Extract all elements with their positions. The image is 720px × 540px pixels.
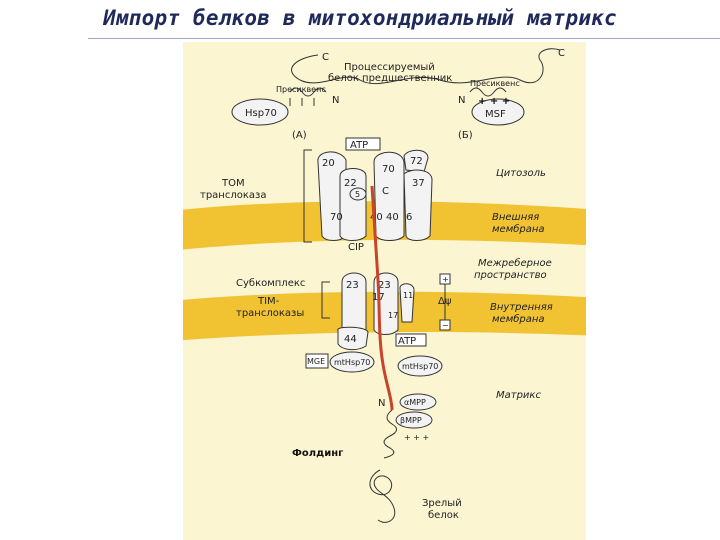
mthsp70-chaperone <box>329 351 375 373</box>
hsp70-bonds <box>289 98 315 106</box>
atp-box-bottom <box>395 333 427 347</box>
hsp70-label: Hsp70 <box>245 108 277 119</box>
inner-membrane-label-1: Внутренняя <box>490 302 553 313</box>
presequence-coil-left <box>289 87 327 97</box>
intermembrane-label-1: Межреберное <box>478 257 552 269</box>
tom-label-2: транслоказа <box>200 190 266 201</box>
tom-20-label: 20 <box>322 158 335 169</box>
tom-37-label: 37 <box>412 178 425 189</box>
title-rule <box>88 38 720 39</box>
c-terminal-right: C <box>558 48 565 59</box>
n-terminal-left: N <box>332 95 339 106</box>
precursor-label-2: белок предшественник <box>328 73 452 84</box>
n-terminal-right: N <box>458 95 465 106</box>
tim-subunit-44 <box>337 326 369 351</box>
intermembrane-label-2: пространство <box>474 270 547 281</box>
tom-subunit-72 <box>403 149 429 173</box>
matrix-coil <box>383 409 397 459</box>
subcomplex-label: Субкомплекс <box>236 278 305 289</box>
tom-40b-label: 40 <box>370 212 383 223</box>
atp-box-top <box>345 137 381 151</box>
panel-b-label: (Б) <box>458 130 473 141</box>
presequence-coil-right <box>469 87 507 97</box>
tom-72-label: 72 <box>410 156 423 167</box>
tim-44-label: 44 <box>344 334 357 345</box>
tim-label-1: TIM- <box>257 296 280 307</box>
cytosol-label: Цитозоль <box>496 168 546 179</box>
mthsp70-right-chaperone <box>397 355 443 377</box>
mature-label-2: белок <box>428 510 459 521</box>
tom-subunit-5 <box>349 187 367 201</box>
c-terminal-left: C <box>322 52 329 63</box>
mpp-alpha-label: αMPP <box>404 398 426 407</box>
folding-label: Фолдинг <box>292 448 343 459</box>
mature-label-1: Зрелый <box>422 498 462 509</box>
precursor-label-1: Процессируемый <box>344 62 435 73</box>
tim-23a-label: 23 <box>346 280 359 291</box>
tim-11-label: 11 <box>403 291 413 300</box>
hsp70-chaperone <box>231 98 289 126</box>
msf-label: MSF <box>485 109 506 120</box>
plus-box-label: + <box>442 275 449 284</box>
minus-box <box>439 319 451 331</box>
precursor-chain <box>291 48 561 85</box>
c-terminal-mid: C <box>382 186 389 197</box>
panel-a-label: (A) <box>292 130 307 141</box>
tim-label-2: транслоказы <box>236 308 304 319</box>
delta-psi-label: Δψ <box>438 296 452 307</box>
imported-chain <box>370 185 394 411</box>
mge-box <box>305 353 329 369</box>
tom-label-1: ТОМ <box>221 178 245 189</box>
presequence-label-left: Пресиквенс <box>276 85 326 94</box>
tom-subunit-37 <box>403 169 433 241</box>
tom-40c-label: 40 <box>386 212 399 223</box>
tim-subunit-11 <box>399 283 415 323</box>
atp-label-top: ATP <box>350 140 368 151</box>
tom-22-label: 22 <box>344 178 357 189</box>
mthsp70-label: mtHsp70 <box>334 358 370 367</box>
plus-signs: + + + <box>478 96 510 107</box>
tom-5-label: 5 <box>355 190 360 199</box>
mpp-alpha <box>399 393 437 411</box>
inner-membrane-label-2: мембрана <box>492 313 545 325</box>
mature-protein <box>369 469 396 523</box>
tom-40a-label: 70 <box>330 212 343 223</box>
matrix-plus-signs: + + + <box>404 433 429 442</box>
tom-subunit-22 <box>339 168 367 241</box>
slide-title: Импорт белков в митохондриальный матрикс <box>103 6 617 30</box>
matrix-label: Матрикс <box>496 390 541 401</box>
msf-factor <box>471 98 525 126</box>
mge-label: MGE <box>307 357 325 366</box>
tim-23b-label: 23 <box>378 280 391 291</box>
atp-label-bottom: ATP <box>398 336 416 347</box>
mpp-beta <box>395 411 433 429</box>
tom-6-label: 6 <box>406 212 412 223</box>
tim-bracket <box>321 281 330 319</box>
tom-bracket <box>303 149 312 243</box>
tom-subunit-70 <box>373 151 405 241</box>
presequence-label-right: Пресиквенс <box>470 79 520 88</box>
tim-17b-label: 17 <box>388 311 398 320</box>
mthsp70-right-label: mtHsp70 <box>402 362 438 371</box>
n-terminal-matrix: N <box>378 398 385 409</box>
cip-label: CIP <box>348 242 364 253</box>
mpp-beta-label: βMPP <box>400 416 422 425</box>
outer-membrane-label-2: мембрана <box>492 223 545 235</box>
minus-box-label: − <box>442 321 449 330</box>
outer-membrane-label-1: Внешняя <box>492 212 539 223</box>
tom-70-label: 70 <box>382 164 395 175</box>
